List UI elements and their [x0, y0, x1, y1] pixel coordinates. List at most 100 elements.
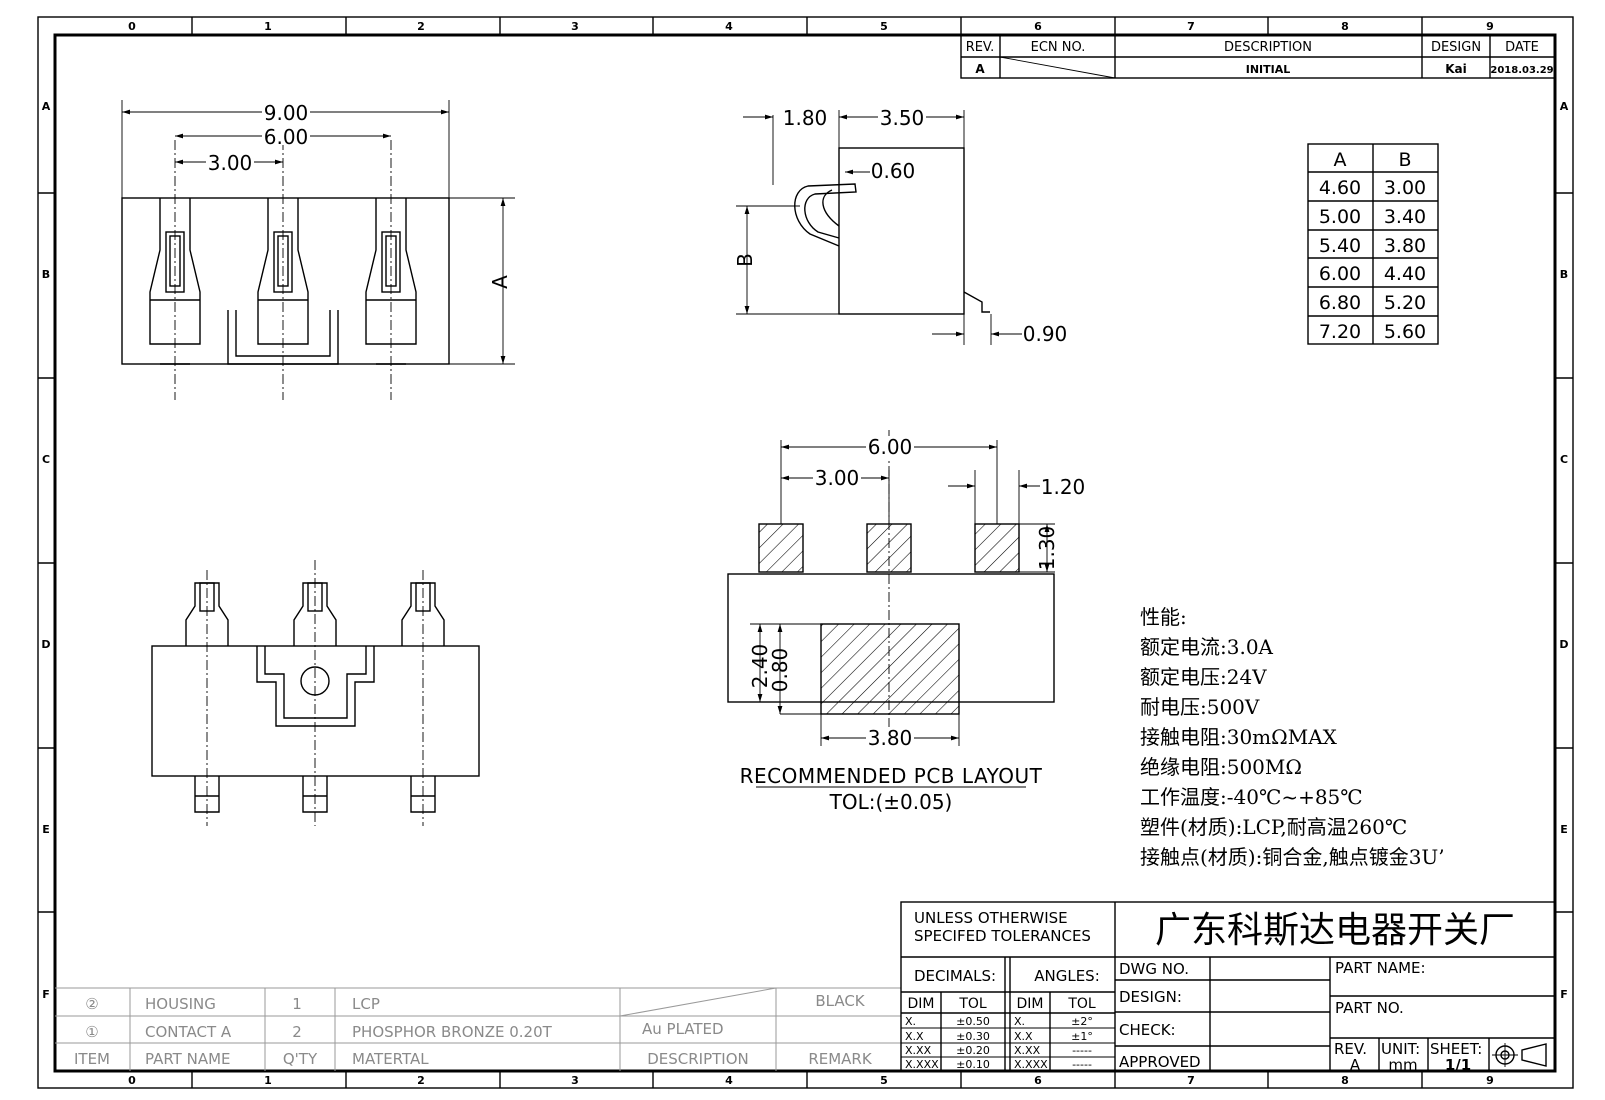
tol-value: ±0.20 [956, 1044, 990, 1057]
dim-label: 3.00 [208, 151, 253, 175]
bom-header-qty: Q'TY [283, 1050, 318, 1068]
design-value: Kai [1445, 62, 1467, 76]
row-label: A [1560, 100, 1569, 113]
rev-value: A [1350, 1056, 1361, 1074]
specifications: 性能: 额定电流:3.0A 额定电压:24V 耐电压:500V 接触电阻:30m… [1140, 605, 1445, 869]
bom-header-material: MATERTAL [352, 1050, 429, 1068]
spec-line: 塑件(材质):LCP,耐高温260℃ [1140, 815, 1407, 839]
tol-value: ±2° [1071, 1015, 1093, 1028]
row-label: B [42, 268, 50, 281]
company-name: 广东科斯达电器开关厂 [1155, 910, 1515, 951]
col-label: 3 [571, 20, 579, 33]
spec-line: 接触电阻:30mΩMAX [1140, 725, 1338, 749]
bom-part-name: CONTACT A [145, 1023, 232, 1041]
approved-label: APPROVED [1119, 1053, 1201, 1071]
tol-value: ±0.50 [956, 1015, 990, 1028]
tol-header: TOL [1067, 996, 1096, 1012]
part-name-label: PART NAME: [1335, 959, 1426, 977]
tol-value: ±0.10 [956, 1058, 990, 1071]
col-label: 4 [725, 20, 733, 33]
row-label: F [42, 988, 50, 1001]
col-label: 1 [264, 20, 272, 33]
bom-header-remark: REMARK [808, 1050, 873, 1068]
dim-label: 3.80 [868, 726, 913, 750]
col-label: 2 [417, 1074, 425, 1087]
dim-header: DIM [1017, 996, 1044, 1012]
sheet-label: SHEET: [1430, 1040, 1482, 1058]
col-label: 9 [1486, 1074, 1494, 1087]
tol-dim: X.XX [905, 1044, 932, 1057]
tol-dim: X.X [1014, 1030, 1033, 1043]
dim-label: 6.00 [868, 435, 913, 459]
date-header: DATE [1505, 40, 1539, 55]
rev-header: REV. [966, 40, 995, 55]
tol-value: ±1° [1071, 1030, 1093, 1043]
col-label: 9 [1486, 20, 1494, 33]
spec-line: 绝缘电阻:500MΩ [1140, 755, 1302, 779]
ab-header-b: B [1398, 149, 1411, 171]
pcb-pad-large [820, 623, 960, 715]
row-label: D [1559, 638, 1568, 651]
col-label: 6 [1034, 20, 1042, 33]
col-label: 1 [264, 1074, 272, 1087]
col-label: 2 [417, 20, 425, 33]
dim-label: A [488, 275, 512, 289]
decimals-label: DECIMALS: [914, 967, 996, 985]
bom-part-name: HOUSING [145, 995, 216, 1013]
bom-qty: 1 [292, 995, 302, 1013]
top-view: 9.00 6.00 3.00 A [121, 100, 515, 400]
pcb-tolerance: TOL:(±0.05) [829, 790, 953, 814]
dim-header: DIM [908, 996, 935, 1012]
bom-qty: 2 [292, 1023, 302, 1041]
spec-line: 耐电压:500V [1140, 695, 1260, 719]
row-label: E [1560, 823, 1568, 836]
bom-remark: BLACK [815, 992, 865, 1010]
col-label: 5 [880, 1074, 888, 1087]
row-label: D [41, 638, 50, 651]
tolerance-note: SPECIFED TOLERANCES [914, 927, 1091, 945]
dim-label: 6.00 [264, 125, 309, 149]
bom-header-description: DESCRIPTION [647, 1050, 749, 1068]
row-label: A [42, 100, 51, 113]
bom-material: LCP [352, 995, 380, 1013]
tol-dim: X.XXX [1014, 1058, 1048, 1071]
description-header: DESCRIPTION [1224, 40, 1312, 55]
dim-label: 1.80 [783, 106, 828, 130]
tol-dim: X.XXX [905, 1058, 939, 1071]
ab-cell: 5.00 [1319, 206, 1361, 228]
rev-label: REV. [1334, 1040, 1367, 1058]
col-label: 0 [128, 20, 136, 33]
dim-label: 9.00 [264, 101, 309, 125]
col-label: 7 [1187, 1074, 1195, 1087]
ecn-header: ECN NO. [1031, 40, 1086, 55]
dim-label: 3.50 [880, 106, 925, 130]
col-label: 5 [880, 20, 888, 33]
dwg-no-label: DWG NO. [1119, 960, 1189, 978]
dim-label: 0.60 [871, 159, 916, 183]
unit-label: UNIT: [1381, 1040, 1420, 1058]
spec-line: 接触点(材质):铜合金,触点镀金3U’ [1140, 845, 1445, 869]
row-label: B [1560, 268, 1568, 281]
tol-dim: X. [905, 1015, 916, 1028]
pcb-pad [758, 523, 804, 573]
tol-dim: X. [1014, 1015, 1025, 1028]
revision-block: REV. ECN NO. DESCRIPTION DESIGN DATE A I… [960, 34, 1556, 79]
ab-cell: 3.40 [1384, 206, 1426, 228]
bom-table: ② HOUSING 1 LCP BLACK ① CONTACT A 2 PHOS… [55, 987, 901, 1071]
ab-cell: 3.80 [1384, 235, 1426, 257]
ab-cell: 6.00 [1319, 263, 1361, 285]
pcb-pad [974, 523, 1020, 573]
dim-label: 0.90 [1023, 322, 1068, 346]
col-label: 4 [725, 1074, 733, 1087]
tol-header: TOL [958, 996, 987, 1012]
front-view [151, 560, 480, 826]
bom-material: PHOSPHOR BRONZE 0.20T [352, 1023, 553, 1041]
design-label: DESIGN: [1119, 988, 1182, 1006]
row-label: C [42, 453, 50, 466]
pcb-layout-title: RECOMMENDED PCB LAYOUT [740, 764, 1043, 788]
ab-cell: 5.20 [1384, 292, 1426, 314]
tol-value: ±0.30 [956, 1030, 990, 1043]
col-label: 0 [128, 1074, 136, 1087]
dim-label: 0.80 [768, 648, 792, 693]
